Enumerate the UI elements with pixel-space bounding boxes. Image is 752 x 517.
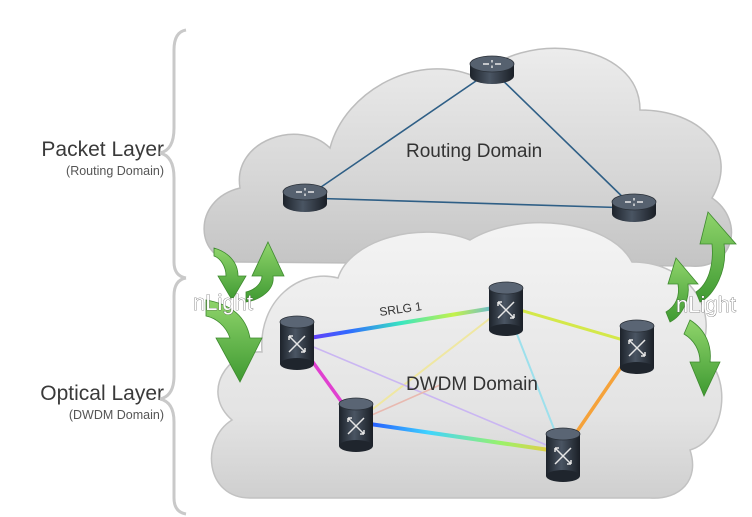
packet-layer-brace — [159, 28, 187, 280]
routing-domain-label: Routing Domain — [406, 141, 542, 162]
dwdm-domain-label: DWDM Domain — [406, 374, 538, 395]
optical-layer-title: Optical Layer — [40, 382, 164, 405]
router-right — [611, 193, 657, 222]
nlight-right-label: nLight — [676, 292, 736, 317]
nlight-left-label: nLight — [193, 290, 253, 315]
dwdm-node-bottom-right — [545, 427, 581, 482]
packet-layer-subtitle: (Routing Domain) — [66, 164, 164, 178]
router-left — [282, 183, 328, 212]
dwdm-node-right — [619, 319, 655, 374]
optical-layer-label: Optical Layer (DWDM Domain) — [4, 382, 164, 424]
dwdm-node-left — [279, 315, 315, 370]
srlg-label: SRLG 1 — [378, 299, 423, 319]
packet-layer-label: Packet Layer (Routing Domain) — [4, 138, 164, 180]
router-top — [469, 55, 515, 84]
dwdm-node-top — [488, 281, 524, 336]
packet-layer-title: Packet Layer — [41, 138, 164, 161]
nlight-right-arrows — [665, 211, 737, 397]
optical-layer-subtitle: (DWDM Domain) — [68, 408, 164, 422]
optical-layer-brace — [159, 276, 187, 516]
routing-links — [304, 69, 635, 209]
dwdm-node-bottom-left — [338, 397, 374, 452]
nlight-left-arrows — [205, 241, 285, 383]
